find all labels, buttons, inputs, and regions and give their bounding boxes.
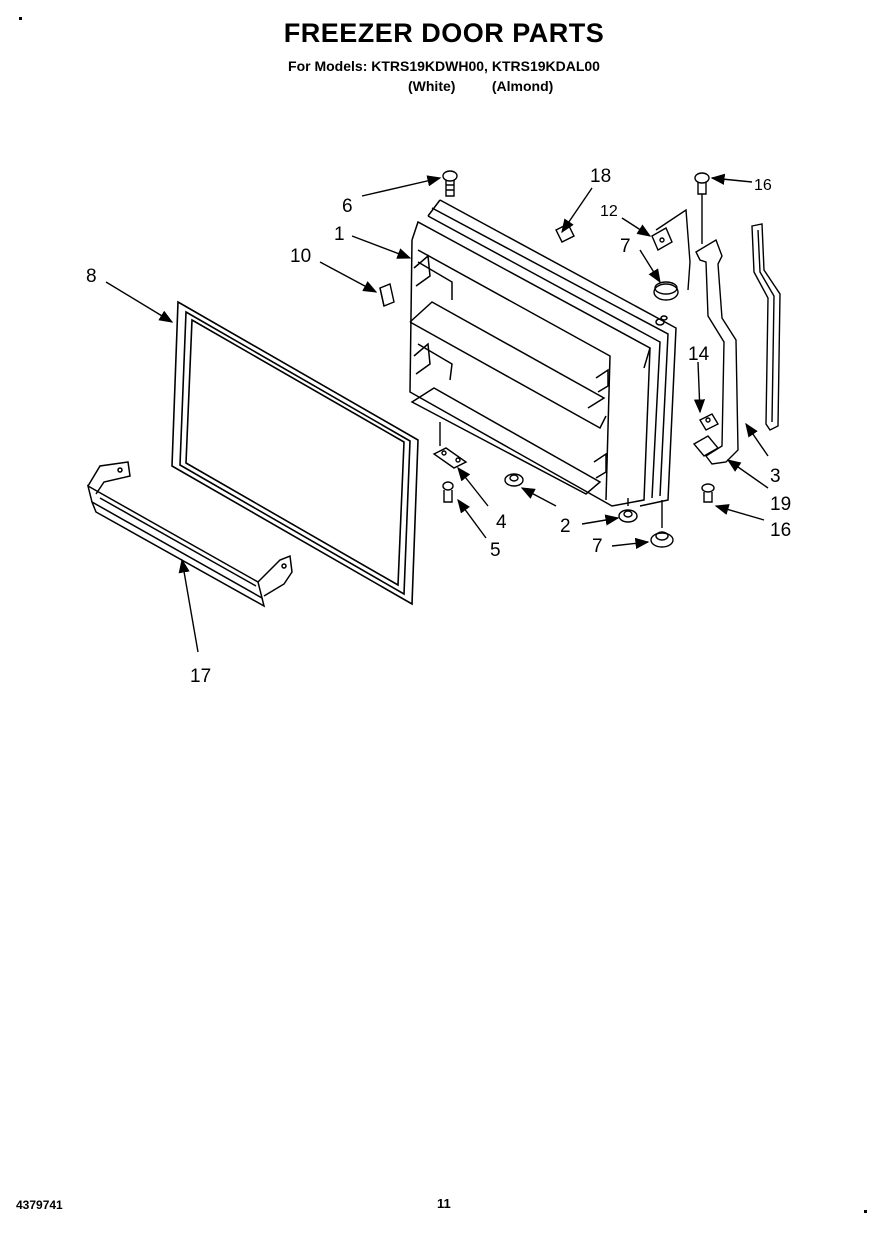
page-title: FREEZER DOOR PARTS bbox=[283, 18, 605, 48]
variant-white: (White) bbox=[408, 78, 456, 94]
callout-6: 6 bbox=[342, 196, 353, 217]
models-line: For Models: KTRS19KDWH00, KTRS19KDAL00 bbox=[288, 58, 600, 74]
callout-5: 5 bbox=[490, 540, 501, 561]
trim-strip bbox=[751, 223, 781, 431]
callout-7-top: 7 bbox=[620, 236, 631, 257]
callout-10: 10 bbox=[290, 246, 311, 267]
callout-16-top: 16 bbox=[754, 177, 772, 194]
callout-7-bottom: 7 bbox=[592, 536, 603, 557]
model-variants: (White) (Almond) bbox=[408, 78, 553, 94]
callout-2: 2 bbox=[560, 516, 571, 537]
plug-part bbox=[379, 283, 395, 307]
callout-16-bottom: 16 bbox=[770, 520, 791, 541]
leader-lines bbox=[105, 173, 769, 653]
bushing-parts bbox=[504, 473, 638, 523]
door-liner bbox=[409, 199, 677, 507]
hinge-plate bbox=[651, 208, 691, 291]
callout-14: 14 bbox=[688, 344, 710, 365]
callout-numbers: 6 1 10 8 18 12 7 16 14 3 19 16 4 5 2 7 1… bbox=[86, 166, 791, 687]
door-gasket bbox=[171, 300, 419, 606]
door-handle bbox=[86, 461, 293, 608]
callout-12: 12 bbox=[600, 203, 618, 220]
callout-1: 1 bbox=[334, 224, 345, 245]
page-number: 11 bbox=[437, 1196, 451, 1211]
screw-top bbox=[442, 170, 458, 197]
callout-8: 8 bbox=[86, 266, 97, 287]
callout-4: 4 bbox=[496, 512, 507, 533]
document-number: 4379741 bbox=[16, 1198, 63, 1212]
hinge-assembly bbox=[692, 172, 739, 503]
bottom-bracket bbox=[432, 422, 468, 503]
variant-almond: (Almond) bbox=[491, 78, 554, 94]
callout-17: 17 bbox=[190, 666, 211, 687]
callout-18: 18 bbox=[590, 166, 611, 187]
callout-19: 19 bbox=[770, 494, 791, 515]
callout-3: 3 bbox=[770, 466, 781, 487]
cap-parts bbox=[650, 281, 679, 548]
